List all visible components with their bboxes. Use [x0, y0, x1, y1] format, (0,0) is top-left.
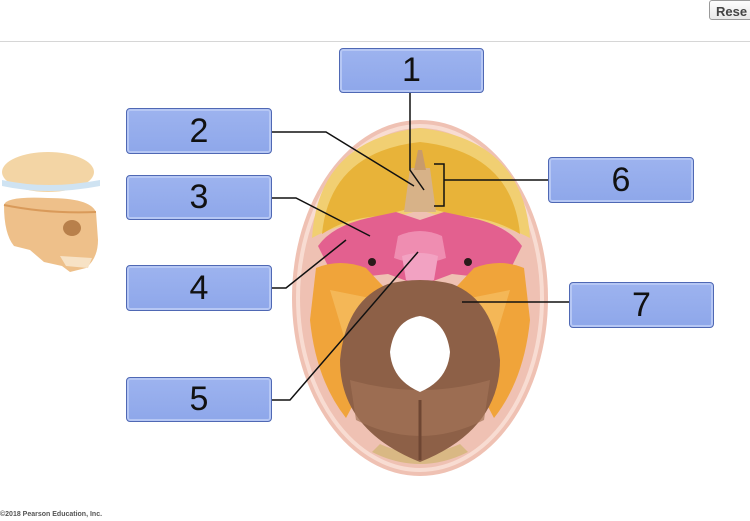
- leader-lines: [272, 93, 570, 401]
- reset-button[interactable]: Rese: [709, 0, 750, 20]
- skull-base-diagram: [2, 93, 570, 476]
- leader-line-4: [272, 239, 347, 289]
- leader-line-6: [434, 163, 548, 207]
- leader-line-1: [409, 93, 425, 191]
- top-toolbar: Rese: [0, 0, 750, 42]
- leader-line-2: [272, 131, 415, 187]
- label-box-2[interactable]: 2: [126, 108, 272, 154]
- skull-base-illustration: [292, 120, 548, 476]
- copyright-notice: ©2018 Pearson Education, Inc.: [0, 511, 103, 518]
- leader-line-3: [272, 197, 371, 237]
- label-box-6[interactable]: 6: [548, 157, 694, 203]
- label-box-1[interactable]: 1: [339, 48, 484, 93]
- leader-line-5: [272, 251, 419, 401]
- label-box-4[interactable]: 4: [126, 265, 272, 311]
- label-box-7[interactable]: 7: [569, 282, 714, 328]
- skull-thumbnail-icon: [2, 152, 100, 272]
- label-box-3[interactable]: 3: [126, 175, 272, 220]
- label-box-5[interactable]: 5: [126, 377, 272, 422]
